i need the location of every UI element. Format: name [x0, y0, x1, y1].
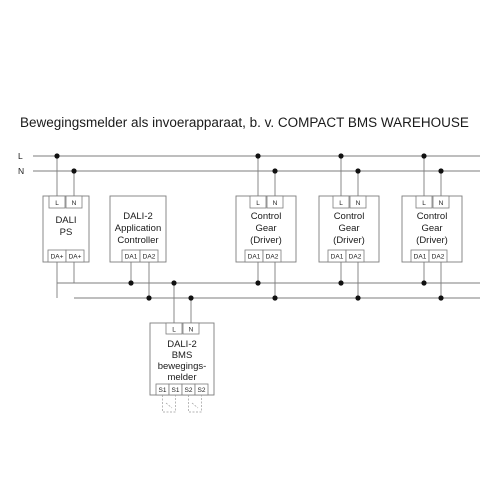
- sensor-terminal-n: N: [189, 327, 194, 334]
- gear-3-name-line-3: (Driver): [416, 235, 448, 246]
- gear-2-terminal-da1: DA1: [331, 254, 344, 261]
- sensor-name-line-1: DALI-2: [167, 339, 197, 350]
- ps-terminal-da1: DA+: [51, 254, 64, 261]
- controller-name-line-3: Controller: [117, 235, 158, 246]
- gear-1-terminal-l: L: [256, 200, 260, 207]
- junction-dot: [71, 168, 77, 174]
- device-application-controller: DALI-2 Application Controller DA1 DA2: [109, 195, 167, 301]
- gear-1-terminal-da1: DA1: [248, 254, 261, 261]
- device-control-gear-3: L N Control Gear (Driver) DA1 DA2: [401, 153, 463, 301]
- gear-3-terminal-da2: DA2: [432, 254, 445, 261]
- sensor-terminal-l: L: [172, 327, 176, 334]
- switch-s2-icon: [188, 395, 202, 413]
- controller-name-line-1: DALI-2: [123, 211, 153, 222]
- gear-1-name-line-3: (Driver): [250, 235, 282, 246]
- junction-dot: [438, 168, 444, 174]
- controller-terminal-da2: DA2: [143, 254, 156, 261]
- gear-2-name-line-2: Gear: [338, 223, 359, 234]
- gear-2-terminal-l: L: [339, 200, 343, 207]
- gear-2-terminal-da2: DA2: [349, 254, 362, 261]
- diagram-title: Bewegingsmelder als invoerapparaat, b. v…: [20, 115, 469, 130]
- sensor-name-line-3: bewegings-: [158, 361, 207, 372]
- sensor-name-line-2: BMS: [172, 350, 193, 361]
- ps-name-line-2: PS: [60, 227, 73, 238]
- junction-dot: [272, 168, 278, 174]
- junction-dot: [255, 153, 261, 159]
- sensor-name-line-4: melder: [167, 372, 196, 383]
- gear-3-terminal-da1: DA1: [414, 254, 427, 261]
- sensor-terminal-s1-a: S1: [159, 387, 167, 394]
- gear-2-name-line-1: Control: [334, 211, 365, 222]
- device-dali-ps: L N DALI PS DA+ DA+: [42, 153, 90, 298]
- gear-1-terminal-da2: DA2: [266, 254, 279, 261]
- junction-dot: [338, 153, 344, 159]
- device-control-gear-2: L N Control Gear (Driver) DA1 DA2: [318, 153, 380, 301]
- gear-1-name-line-2: Gear: [255, 223, 276, 234]
- controller-name-line-2: Application: [115, 223, 161, 234]
- ps-name-line-1: DALI: [55, 215, 76, 226]
- gear-3-terminal-n: N: [439, 200, 444, 207]
- gear-1-name-line-1: Control: [251, 211, 282, 222]
- controller-terminal-da1: DA1: [125, 254, 138, 261]
- sensor-terminal-s2-a: S2: [185, 387, 193, 394]
- junction-dot: [255, 280, 261, 286]
- ps-terminal-da2: DA+: [69, 254, 82, 261]
- junction-dot: [128, 280, 134, 286]
- junction-dot: [438, 295, 444, 301]
- gear-2-name-line-3: (Driver): [333, 235, 365, 246]
- ps-terminal-n: N: [72, 200, 77, 207]
- junction-dot: [54, 153, 60, 159]
- junction-dot: [188, 295, 194, 301]
- gear-3-terminal-l: L: [422, 200, 426, 207]
- gear-1-terminal-n: N: [273, 200, 278, 207]
- junction-dot: [272, 295, 278, 301]
- junction-dot: [421, 153, 427, 159]
- gear-2-terminal-n: N: [356, 200, 361, 207]
- gear-3-name-line-2: Gear: [421, 223, 442, 234]
- gear-3-name-line-1: Control: [417, 211, 448, 222]
- sensor-terminal-s1-b: S1: [172, 387, 180, 394]
- junction-dot: [355, 168, 361, 174]
- sensor-terminal-s2-b: S2: [198, 387, 206, 394]
- device-motion-sensor: L N DALI-2 BMS bewegings- melder S1 S1 S…: [149, 280, 215, 413]
- bus-label-n: N: [18, 166, 24, 176]
- bus-label-l: L: [18, 151, 23, 161]
- junction-dot: [338, 280, 344, 286]
- switch-s1-icon: [162, 395, 176, 413]
- junction-dot: [171, 280, 177, 286]
- ps-terminal-l: L: [55, 200, 59, 207]
- junction-dot: [421, 280, 427, 286]
- junction-dot: [355, 295, 361, 301]
- device-control-gear-1: L N Control Gear (Driver) DA1 DA2: [235, 153, 297, 301]
- junction-dot: [146, 295, 152, 301]
